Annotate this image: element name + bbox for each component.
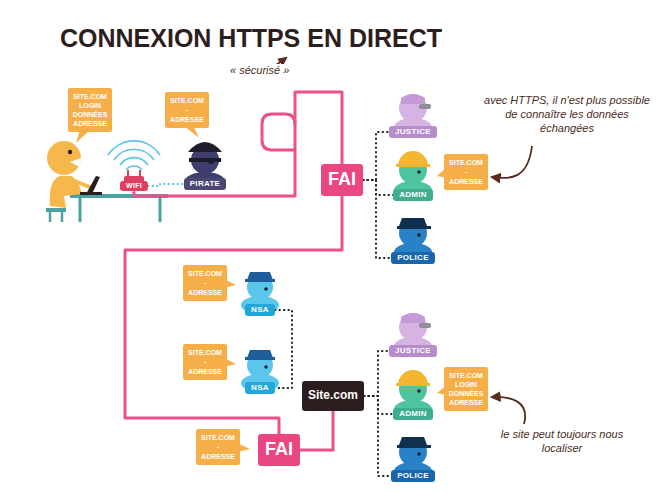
- node-text: WIFI: [126, 182, 142, 190]
- speech-bubble: SITE.COM - ADRESSE: [183, 344, 227, 379]
- website-box: Site.com: [302, 381, 364, 410]
- nsa-tag: NSA: [245, 382, 275, 394]
- police-tag: POLICE: [391, 470, 435, 482]
- node-text: SITE.COM LOGIN DONNÉES ADRESSE: [73, 92, 108, 128]
- dotted-link: [363, 180, 391, 258]
- speech-bubble: SITE.COM - ADRESSE: [196, 429, 240, 464]
- node-text: PIRATE: [190, 179, 221, 189]
- pirate-tag: PIRATE: [184, 178, 227, 190]
- node-text: FAI: [328, 170, 356, 190]
- node-text: POLICE: [397, 253, 429, 263]
- annotation: avec HTTPS, il n'est plus possible de co…: [482, 94, 652, 135]
- police-figure: [394, 437, 432, 480]
- nsa-tag: NSA: [245, 304, 275, 316]
- speech-bubble: SITE.COM - ADRESSE: [183, 265, 227, 300]
- police-tag: POLICE: [391, 252, 435, 264]
- diagram-title: CONNEXION HTTPS EN DIRECT: [60, 24, 442, 53]
- justice-figure: [394, 313, 432, 355]
- dotted-link: [275, 310, 292, 388]
- node-text: SITE.COM - ADRESSE: [188, 269, 222, 296]
- leader-arrow: [492, 146, 532, 178]
- annotation: « sécurisé »: [228, 64, 291, 78]
- isp-box: FAI: [258, 434, 300, 466]
- isp-box: FAI: [321, 164, 363, 196]
- node-text: SITE.COM - ADRESSE: [170, 96, 204, 123]
- speech-bubble: SITE.COM - ADRESSE: [165, 92, 209, 127]
- user-figure: [46, 141, 168, 222]
- node-text: JUSTICE: [395, 127, 431, 137]
- admin-tag: ADMIN: [393, 408, 433, 420]
- node-text: JUSTICE: [395, 346, 431, 356]
- node-text: ADMIN: [399, 190, 427, 200]
- dotted-link: [364, 351, 389, 396]
- admin-tag: ADMIN: [393, 189, 433, 201]
- dotted-link: [364, 396, 391, 476]
- admin-figure: [394, 370, 432, 418]
- leader-arrow: [492, 397, 525, 424]
- speech-bubble: SITE.COM LOGIN DONNÉES ADRESSE: [68, 88, 113, 132]
- node-text: SITE.COM LOGIN DONNÉES ADRESSE: [449, 371, 484, 407]
- speech-bubble: SITE.COM LOGIN DONNÉES ADRESSE: [444, 367, 489, 411]
- node-text: Site.com: [308, 389, 358, 402]
- dotted-link: [363, 132, 389, 180]
- dotted-link: [363, 180, 393, 195]
- cable-loop: [262, 114, 295, 150]
- node-text: NSA: [251, 383, 269, 393]
- node-text: SITE.COM - ADRESSE: [201, 433, 235, 460]
- node-text: SITE.COM - ADRESSE: [188, 348, 222, 375]
- justice-tag: JUSTICE: [389, 126, 437, 138]
- justice-tag: JUSTICE: [389, 345, 437, 357]
- node-text: SITE.COM - ADRESSE: [449, 158, 483, 185]
- speech-bubble: SITE.COM - ADRESSE: [444, 154, 488, 189]
- annotation: le site peut toujours nous localiser: [496, 428, 628, 456]
- node-text: NSA: [251, 305, 269, 315]
- node-text: FAI: [265, 440, 293, 460]
- network-cable: [300, 411, 333, 450]
- admin-figure: [394, 151, 432, 199]
- dotted-link: [148, 184, 184, 186]
- justice-figure: [394, 94, 432, 136]
- pirate-figure: [185, 142, 225, 190]
- network-cable: [134, 92, 342, 196]
- wifi-waves: [108, 141, 160, 170]
- bubble-tails: [76, 125, 447, 452]
- node-text: POLICE: [397, 471, 429, 481]
- wifi-tag: WIFI: [120, 181, 148, 191]
- node-text: ADMIN: [399, 409, 427, 419]
